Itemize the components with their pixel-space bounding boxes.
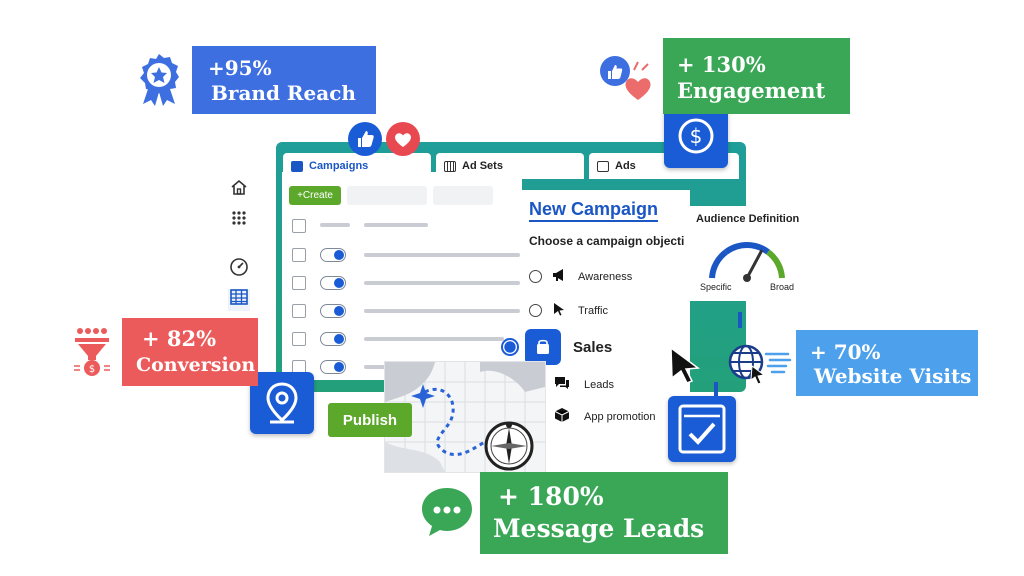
conversion-value: + 82% <box>142 326 217 351</box>
header-placeholder <box>364 223 428 227</box>
objective-awareness[interactable]: Awareness <box>529 268 632 285</box>
grid-icon <box>444 160 456 172</box>
row-checkbox[interactable] <box>292 276 306 290</box>
gauge-max-label: Broad <box>770 282 795 292</box>
svg-text:$: $ <box>89 364 95 375</box>
row-toggle[interactable] <box>320 248 346 262</box>
checklist-icon <box>668 396 736 462</box>
message-leads-badge: + 180% Message Leads <box>480 472 728 554</box>
awareness-label: Awareness <box>578 270 633 283</box>
heart-icon <box>386 122 420 156</box>
shopping-bag-icon <box>525 329 561 365</box>
audience-definition-title: Audience Definition <box>696 213 800 225</box>
row-placeholder <box>364 365 400 369</box>
globe-cursor-icon <box>728 344 792 385</box>
mouse-cursor-icon <box>670 346 701 384</box>
audience-definition-card <box>690 206 806 301</box>
svg-text:$: $ <box>690 124 703 148</box>
row-placeholder <box>364 337 504 341</box>
engagement-value: + 130% <box>677 52 766 77</box>
apps-icon[interactable] <box>228 210 250 232</box>
sales-radio[interactable] <box>501 338 519 356</box>
objective-leads[interactable]: › Leads <box>540 376 614 393</box>
tab-campaigns[interactable]: Campaigns <box>283 153 431 179</box>
toolbar-placeholder <box>433 186 493 205</box>
objective-traffic[interactable]: Traffic <box>529 302 608 319</box>
objective-app-promotion[interactable]: › App promotion <box>540 407 656 426</box>
chat-bubble-icon <box>422 488 472 536</box>
row-checkbox[interactable] <box>292 248 306 262</box>
new-campaign-title: New Campaign <box>529 198 659 222</box>
audience-gauge <box>709 242 785 282</box>
compass-icon <box>484 421 534 471</box>
app-promotion-label: App promotion <box>584 410 656 423</box>
chat-icon <box>554 376 584 393</box>
engagement-label: Engagement <box>677 78 826 103</box>
sales-funnel-icon: $ <box>74 328 110 376</box>
engagement-badge: + 130% Engagement <box>663 38 850 114</box>
row-checkbox[interactable] <box>292 332 306 346</box>
row-toggle[interactable] <box>320 304 346 318</box>
row-toggle[interactable] <box>320 360 346 374</box>
create-button[interactable]: +Create <box>289 186 341 205</box>
brand-reach-label: Brand Reach <box>211 81 356 105</box>
award-ribbon-icon <box>140 54 179 106</box>
tab-ad-sets[interactable]: Ad Sets <box>436 153 584 179</box>
campaign-table-panel <box>282 172 522 380</box>
location-pin-icon <box>250 372 314 434</box>
row-placeholder <box>364 281 520 285</box>
like-icon <box>348 122 382 156</box>
folder-icon <box>291 160 303 172</box>
conversion-badge: + 82% Conversion <box>122 318 258 386</box>
website-visits-label: Website Visits <box>814 364 972 388</box>
brand-reach-value: +95% <box>208 56 272 80</box>
message-leads-value: + 180% <box>498 482 604 511</box>
brand-reach-badge: +95% Brand Reach <box>192 46 376 114</box>
box-icon <box>554 407 584 426</box>
website-visits-value: + 70% <box>810 340 881 364</box>
megaphone-icon <box>552 268 578 285</box>
ad-icon <box>597 160 609 172</box>
traffic-radio[interactable] <box>529 304 542 317</box>
objective-sales[interactable]: Sales <box>501 329 612 365</box>
leads-label: Leads <box>584 378 614 391</box>
connector <box>738 312 742 328</box>
row-toggle[interactable] <box>320 332 346 346</box>
new-campaign-panel <box>520 190 690 430</box>
row-checkbox[interactable] <box>292 304 306 318</box>
tab-ads-label: Ads <box>615 160 636 172</box>
select-all-checkbox[interactable] <box>292 219 306 233</box>
gauge-min-label: Specific <box>700 282 732 292</box>
conversion-label: Conversion <box>136 354 256 376</box>
tab-ad-sets-label: Ad Sets <box>462 160 503 172</box>
table-icon[interactable] <box>228 289 250 311</box>
gauge-icon[interactable] <box>228 257 250 279</box>
row-placeholder <box>364 253 520 257</box>
toolbar-placeholder <box>347 186 427 205</box>
connector <box>714 382 718 396</box>
home-icon[interactable] <box>228 178 250 200</box>
row-toggle[interactable] <box>320 276 346 290</box>
campaign-objective-prompt: Choose a campaign objecti <box>529 234 685 248</box>
awareness-radio[interactable] <box>529 270 542 283</box>
cursor-icon <box>552 302 578 319</box>
traffic-label: Traffic <box>578 304 608 317</box>
sales-label: Sales <box>573 338 613 356</box>
row-placeholder <box>364 309 520 313</box>
dollar-icon: $ <box>664 106 728 168</box>
social-reactions-icon <box>600 56 651 100</box>
website-visits-badge: + 70% Website Visits <box>796 330 978 396</box>
publish-button[interactable]: Publish <box>328 403 412 437</box>
message-leads-label: Message Leads <box>493 514 705 543</box>
tab-campaigns-label: Campaigns <box>309 160 369 172</box>
header-placeholder <box>320 223 350 227</box>
